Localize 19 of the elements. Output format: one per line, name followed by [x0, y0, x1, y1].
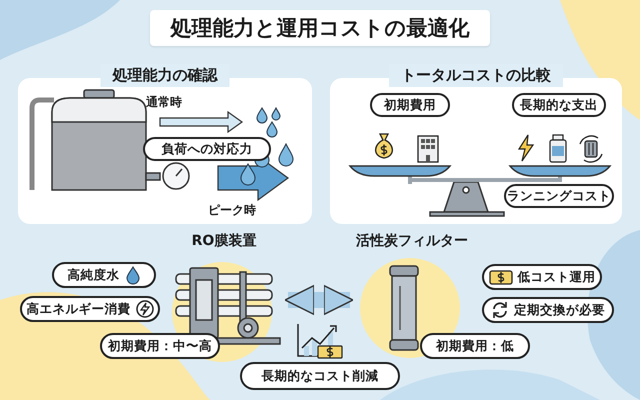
section-heading: トータルコストの比較: [389, 64, 563, 87]
label-pill: 定期交換が必要: [482, 297, 614, 323]
section-heading: 処理能力の確認: [100, 64, 230, 87]
label-pill: 長期的なコスト削減: [240, 362, 400, 390]
double-arrow: [284, 284, 354, 316]
label-pill: 高純度水: [52, 262, 156, 288]
label-pill: 高エネルギー消費: [20, 296, 160, 322]
label-pill: 初期費用：中〜高: [100, 333, 220, 359]
section-heading: 活性炭フィルター: [355, 232, 469, 250]
label-pill: 初期費用：低: [420, 333, 530, 359]
label-pill: 負荷への対応力: [143, 137, 271, 161]
flow-label: 通常時: [146, 94, 182, 111]
label-pill: 初期費用: [370, 93, 450, 117]
label-pill: 長期的な支出: [512, 93, 606, 117]
flow-label: ピーク時: [208, 202, 256, 219]
title: 処理能力と運用コストの最適化: [150, 10, 490, 46]
label-pill: 低コスト運用: [482, 264, 602, 290]
section-heading: RO膜装置: [190, 232, 258, 250]
label-pill: ランニングコスト: [504, 184, 614, 208]
